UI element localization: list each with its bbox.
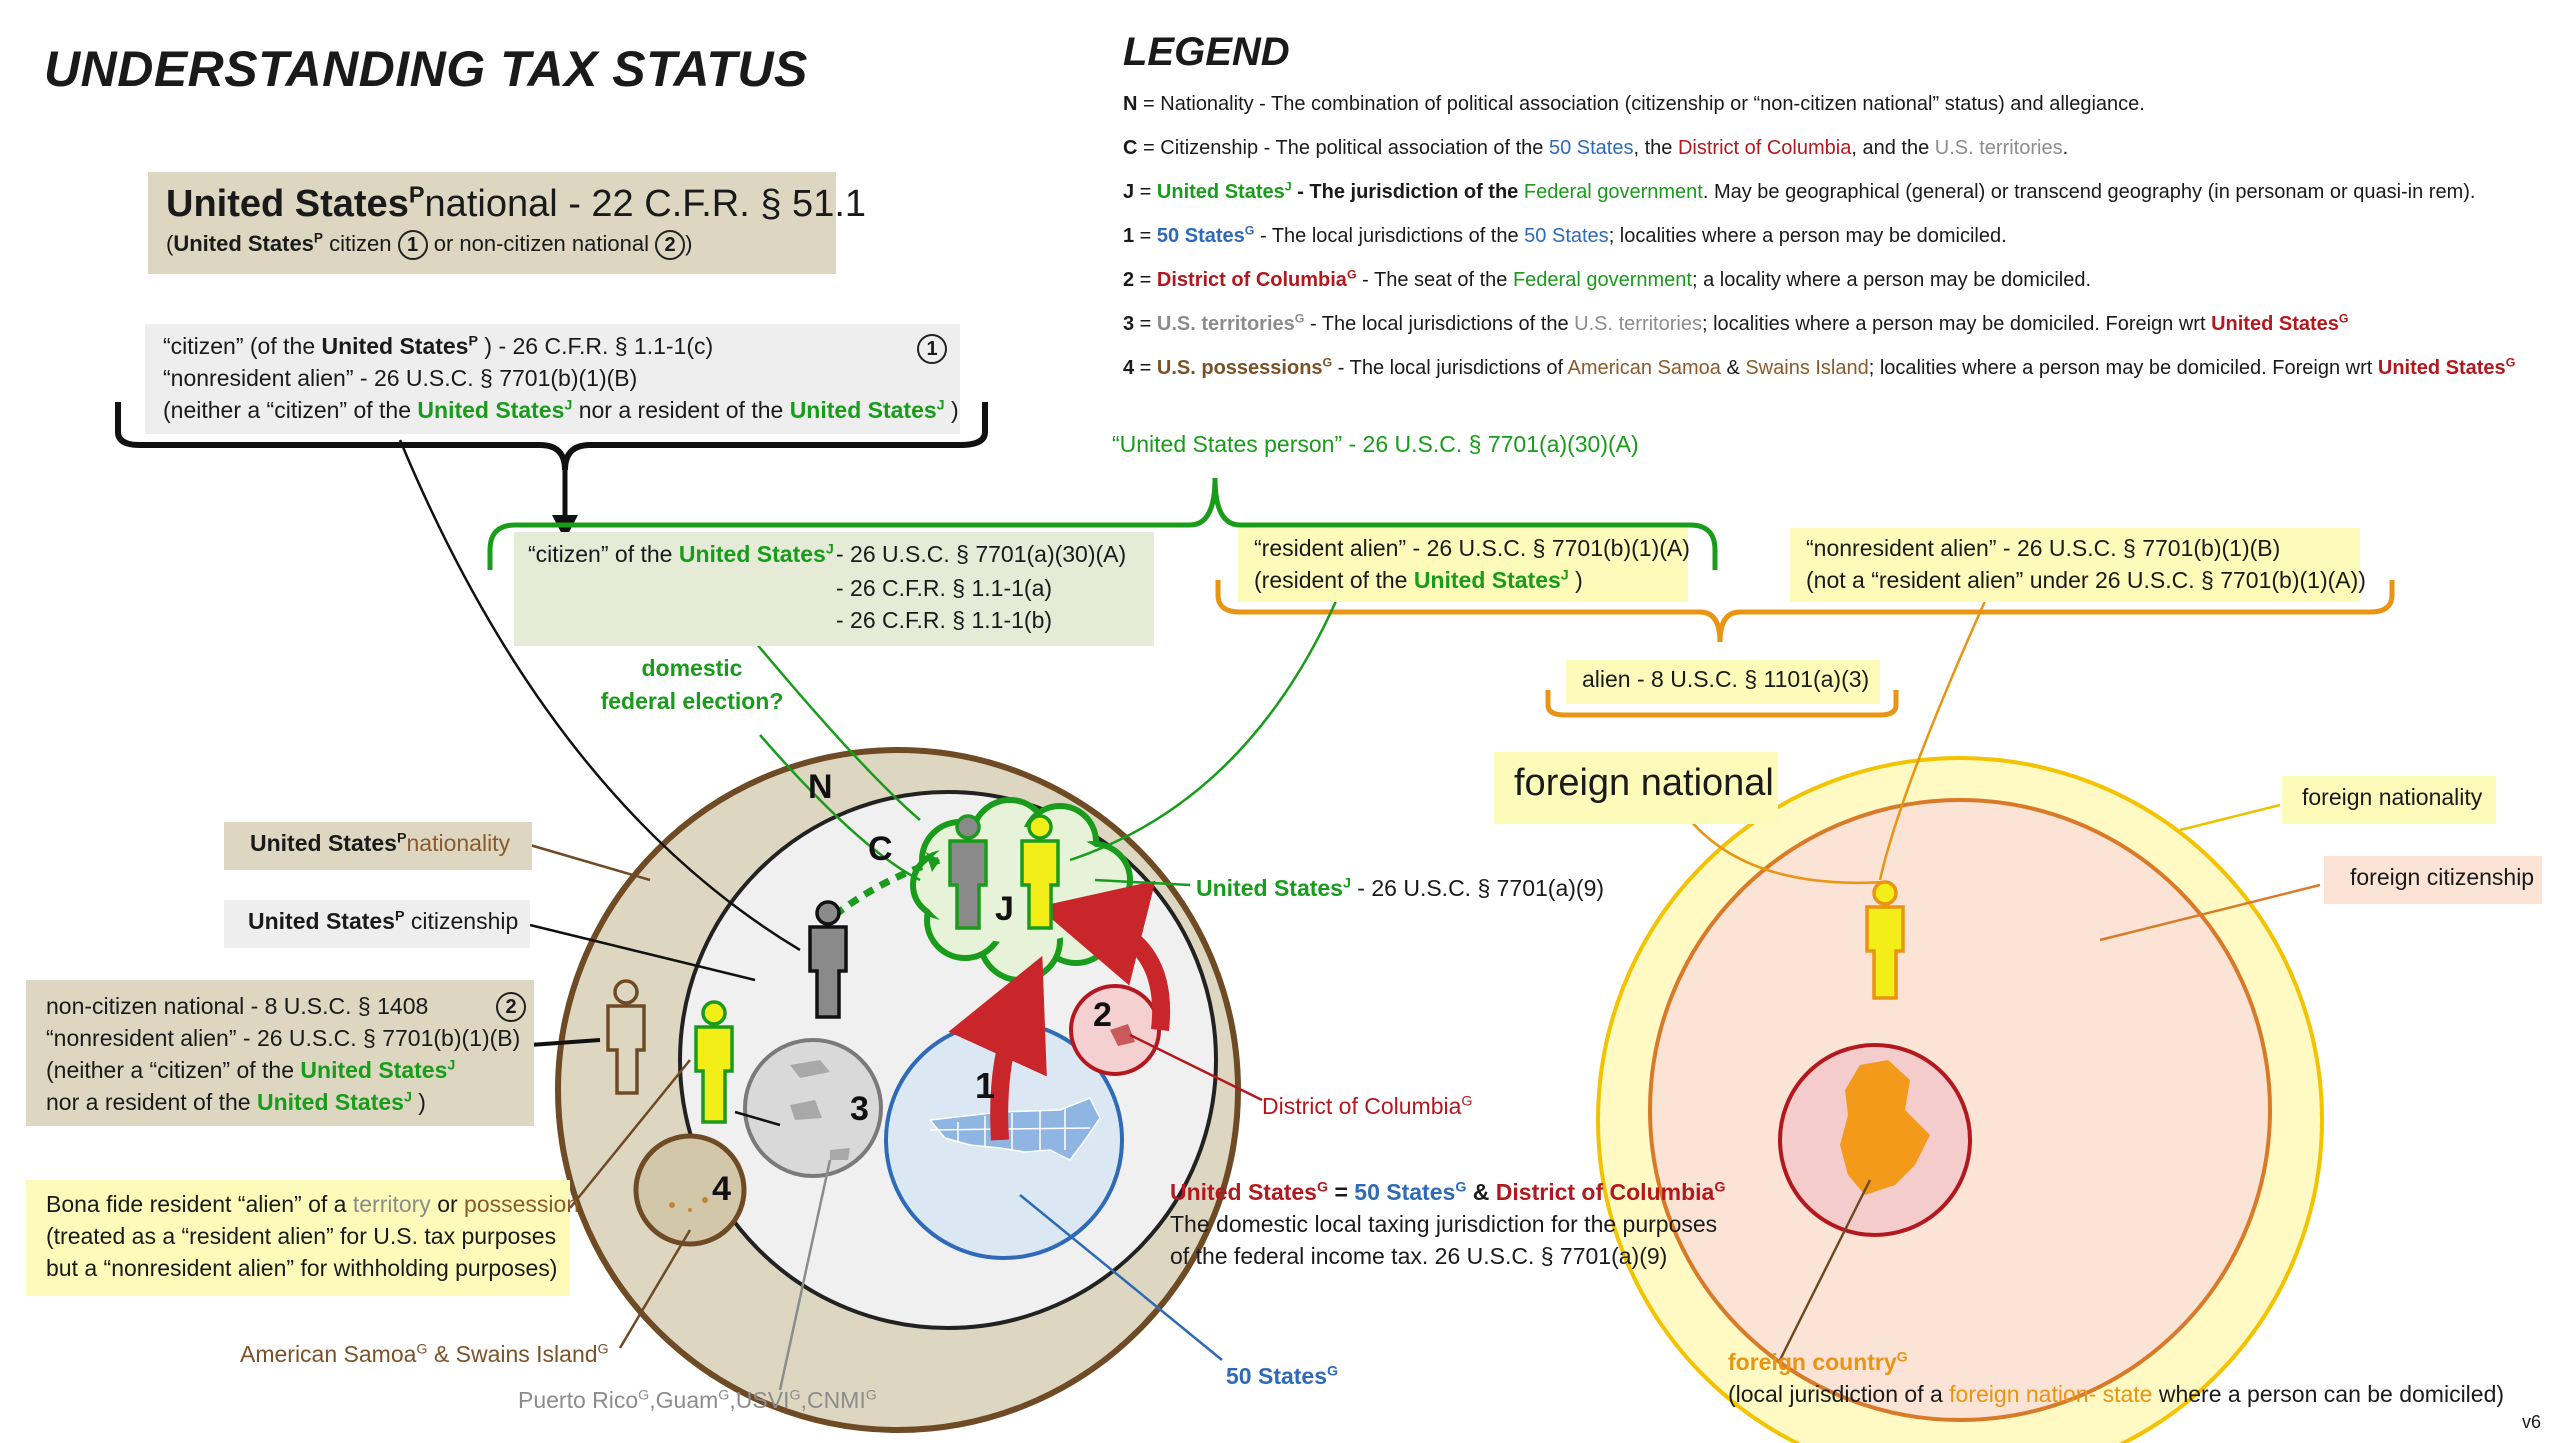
letter-2: 2 <box>1093 996 1112 1034</box>
legend-j: J = United StatesJ - The jurisdiction of… <box>1123 179 2476 203</box>
legend-1: 1 = 50 StatesG - The local jurisdictions… <box>1123 223 2007 247</box>
person-icon-resident-alien <box>1020 814 1060 930</box>
us-g-definition: United StatesG = 50 StatesG & District o… <box>1170 1179 1726 1269</box>
resident-alien-box: “resident alien” - 26 U.S.C. § 7701(b)(1… <box>1238 528 1690 602</box>
american-samoa-label: American SamoaG & Swains IslandG <box>240 1341 609 1367</box>
foreign-country-label: foreign countryG (local jurisdiction of … <box>1728 1349 2505 1407</box>
nonresident-alien-box: “nonresident alien” - 26 U.S.C. § 7701(b… <box>1790 528 2366 602</box>
territories-label: Puerto RicoG,GuamG,USVIG,CNMIG <box>518 1387 877 1413</box>
legend-4: 4 = U.S. possessionsG - The local jurisd… <box>1123 355 2516 379</box>
domestic-election-label: domestic federal election? <box>600 655 784 714</box>
person-icon-territory-resident <box>694 1000 734 1124</box>
dc-label: District of ColumbiaG <box>1262 1093 1473 1119</box>
us-nationality-box: United StatesPnationality <box>224 822 532 870</box>
num-1-badge: 1 <box>397 230 428 260</box>
page-title: UNDERSTANDING TAX STATUS <box>44 41 808 97</box>
us-person-label: “United States person” - 26 U.S.C. § 770… <box>1112 431 1639 457</box>
person-icon-citizen-j <box>948 814 988 930</box>
us-map-icon <box>928 1097 1101 1161</box>
letter-1: 1 <box>975 1065 995 1106</box>
noncitizen-national-box: non-citizen national - 8 U.S.C. § 1408 “… <box>26 980 534 1126</box>
foreign-national-box: foreign national <box>1494 752 1778 824</box>
version-label: v6 <box>2522 1412 2542 1432</box>
person-icon-noncitizen <box>606 979 646 1095</box>
letter-4: 4 <box>712 1170 731 1208</box>
states-label: 50 StatesG <box>1226 1363 1339 1389</box>
num-1-badge-citizen: 1 <box>917 334 947 364</box>
us-national-box: United StatesPnational - 22 C.F.R. § 51.… <box>148 172 866 274</box>
legend-c: C = Citizenship - The political associat… <box>1123 137 2069 159</box>
foreign-citizenship-box: foreign citizenship <box>2324 856 2542 904</box>
letter-3: 3 <box>850 1090 869 1128</box>
bona-fide-box: Bona fide resident “alien” of a territor… <box>26 1180 579 1296</box>
alien-box: alien - 8 U.S.C. § 1101(a)(3) <box>1566 660 1880 704</box>
legend-n: N = Nationality - The combination of pol… <box>1123 93 2145 115</box>
germany-map-icon <box>1840 1060 1930 1195</box>
letter-c: C <box>868 830 893 868</box>
citizen-box: “citizen” (of the United StatesP ) - 26 … <box>145 324 960 434</box>
legend-2: 2 = District of ColumbiaG - The seat of … <box>1123 267 2092 291</box>
alien-brace <box>1215 580 2395 643</box>
legend-heading: LEGEND <box>1123 30 1290 74</box>
us-j-label: United StatesJ - 26 U.S.C. § 7701(a)(9) <box>1196 875 1605 901</box>
citizen-j-box: “citizen” of the United StatesJ - 26 U.S… <box>514 532 1154 646</box>
num-2-badge: 2 <box>655 230 686 260</box>
person-icon-citizen <box>808 900 848 1019</box>
us-person-brace <box>487 477 1718 570</box>
letter-j: J <box>995 890 1014 928</box>
num-2-badge-noncitizen: 2 <box>496 992 526 1022</box>
legend-3: 3 = U.S. territoriesG - The local jurisd… <box>1123 311 2349 335</box>
us-citizenship-box: United StatesP citizenship <box>224 900 530 948</box>
possessions-circle <box>633 1133 747 1247</box>
person-icon-foreign-national <box>1865 880 1905 1000</box>
letter-n: N <box>808 768 833 806</box>
foreign-nationality-box: foreign nationality <box>2282 776 2496 824</box>
